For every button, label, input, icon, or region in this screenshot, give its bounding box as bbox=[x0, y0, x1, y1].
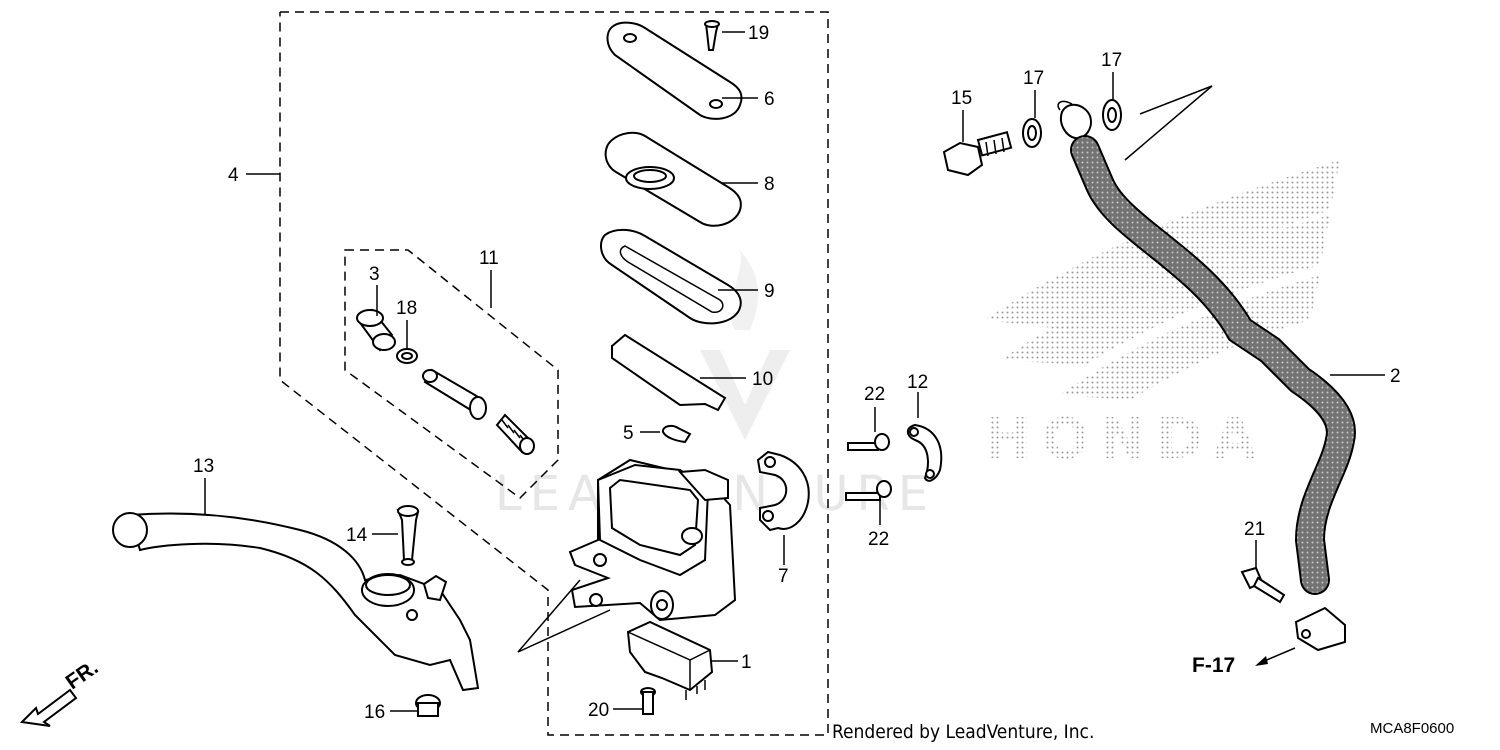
part-label-6: 6 bbox=[764, 89, 775, 110]
part-label-21: 21 bbox=[1244, 519, 1265, 540]
fr-label: FR. bbox=[62, 656, 103, 694]
honda-brand-watermark: HONDA bbox=[985, 407, 1266, 472]
pivot-bolt bbox=[396, 505, 420, 566]
switch-screw bbox=[640, 687, 656, 715]
part-label-20: 20 bbox=[588, 700, 609, 721]
part-label-17-left: 17 bbox=[1023, 68, 1044, 89]
part-label-12: 12 bbox=[907, 372, 928, 393]
part-label-22-lower: 22 bbox=[868, 529, 889, 550]
banjo-bolt bbox=[942, 131, 1013, 177]
part-label-18: 18 bbox=[396, 298, 417, 319]
part-label-19: 19 bbox=[748, 23, 769, 44]
part-label-9: 9 bbox=[764, 281, 775, 302]
cap-screw bbox=[704, 20, 720, 51]
rendered-by-credit: Rendered by LeadVenture, Inc. bbox=[832, 721, 1094, 743]
part-label-4: 4 bbox=[228, 165, 239, 186]
part-label-15: 15 bbox=[951, 88, 972, 109]
diagram-code: MCA8F0600 bbox=[1370, 720, 1454, 737]
sealing-washer-left bbox=[1022, 118, 1042, 148]
hose-clamp-bolt bbox=[1240, 566, 1286, 604]
piston-cup bbox=[356, 308, 396, 352]
circlip bbox=[396, 348, 418, 364]
part-label-3: 3 bbox=[369, 264, 380, 285]
leader-lines bbox=[204, 31, 1385, 712]
brake-hose bbox=[1057, 100, 1356, 652]
spring bbox=[495, 413, 535, 455]
holder-bolt-upper bbox=[847, 433, 890, 451]
piston bbox=[422, 368, 487, 420]
part-label-1: 1 bbox=[741, 652, 752, 673]
holder-bolt-lower bbox=[845, 480, 892, 501]
reservoir-cap bbox=[606, 21, 743, 120]
master-cylinder-body bbox=[568, 458, 737, 622]
f17-ref-arrow: F-17 bbox=[1192, 647, 1296, 677]
fr-arrow: FR. bbox=[19, 656, 103, 727]
part-label-5: 5 bbox=[623, 423, 634, 444]
mirror-bracket bbox=[906, 423, 943, 482]
part-label-16: 16 bbox=[364, 702, 385, 723]
float-plate bbox=[611, 333, 727, 412]
f17-ref-label: F-17 bbox=[1192, 654, 1235, 677]
reservoir-plate bbox=[604, 131, 742, 227]
part-label-8: 8 bbox=[764, 174, 775, 195]
part-label-2: 2 bbox=[1390, 366, 1401, 387]
sealing-washer-right bbox=[1102, 99, 1122, 131]
diaphragm bbox=[599, 228, 742, 325]
part-label-10: 10 bbox=[752, 369, 773, 390]
handlebar-holder bbox=[756, 450, 810, 532]
pivot-nut bbox=[415, 694, 441, 717]
part-label-17-right: 17 bbox=[1101, 50, 1122, 71]
part-label-7: 7 bbox=[778, 566, 789, 587]
part-label-13: 13 bbox=[193, 456, 214, 477]
brake-switch bbox=[626, 620, 714, 700]
assembly-outline bbox=[279, 11, 829, 736]
clip bbox=[661, 424, 692, 444]
piston-kit-outline bbox=[344, 249, 559, 499]
brake-lever bbox=[112, 512, 480, 692]
part-label-11: 11 bbox=[479, 248, 499, 269]
part-label-22-upper: 22 bbox=[864, 384, 885, 405]
part-label-14: 14 bbox=[346, 525, 368, 546]
